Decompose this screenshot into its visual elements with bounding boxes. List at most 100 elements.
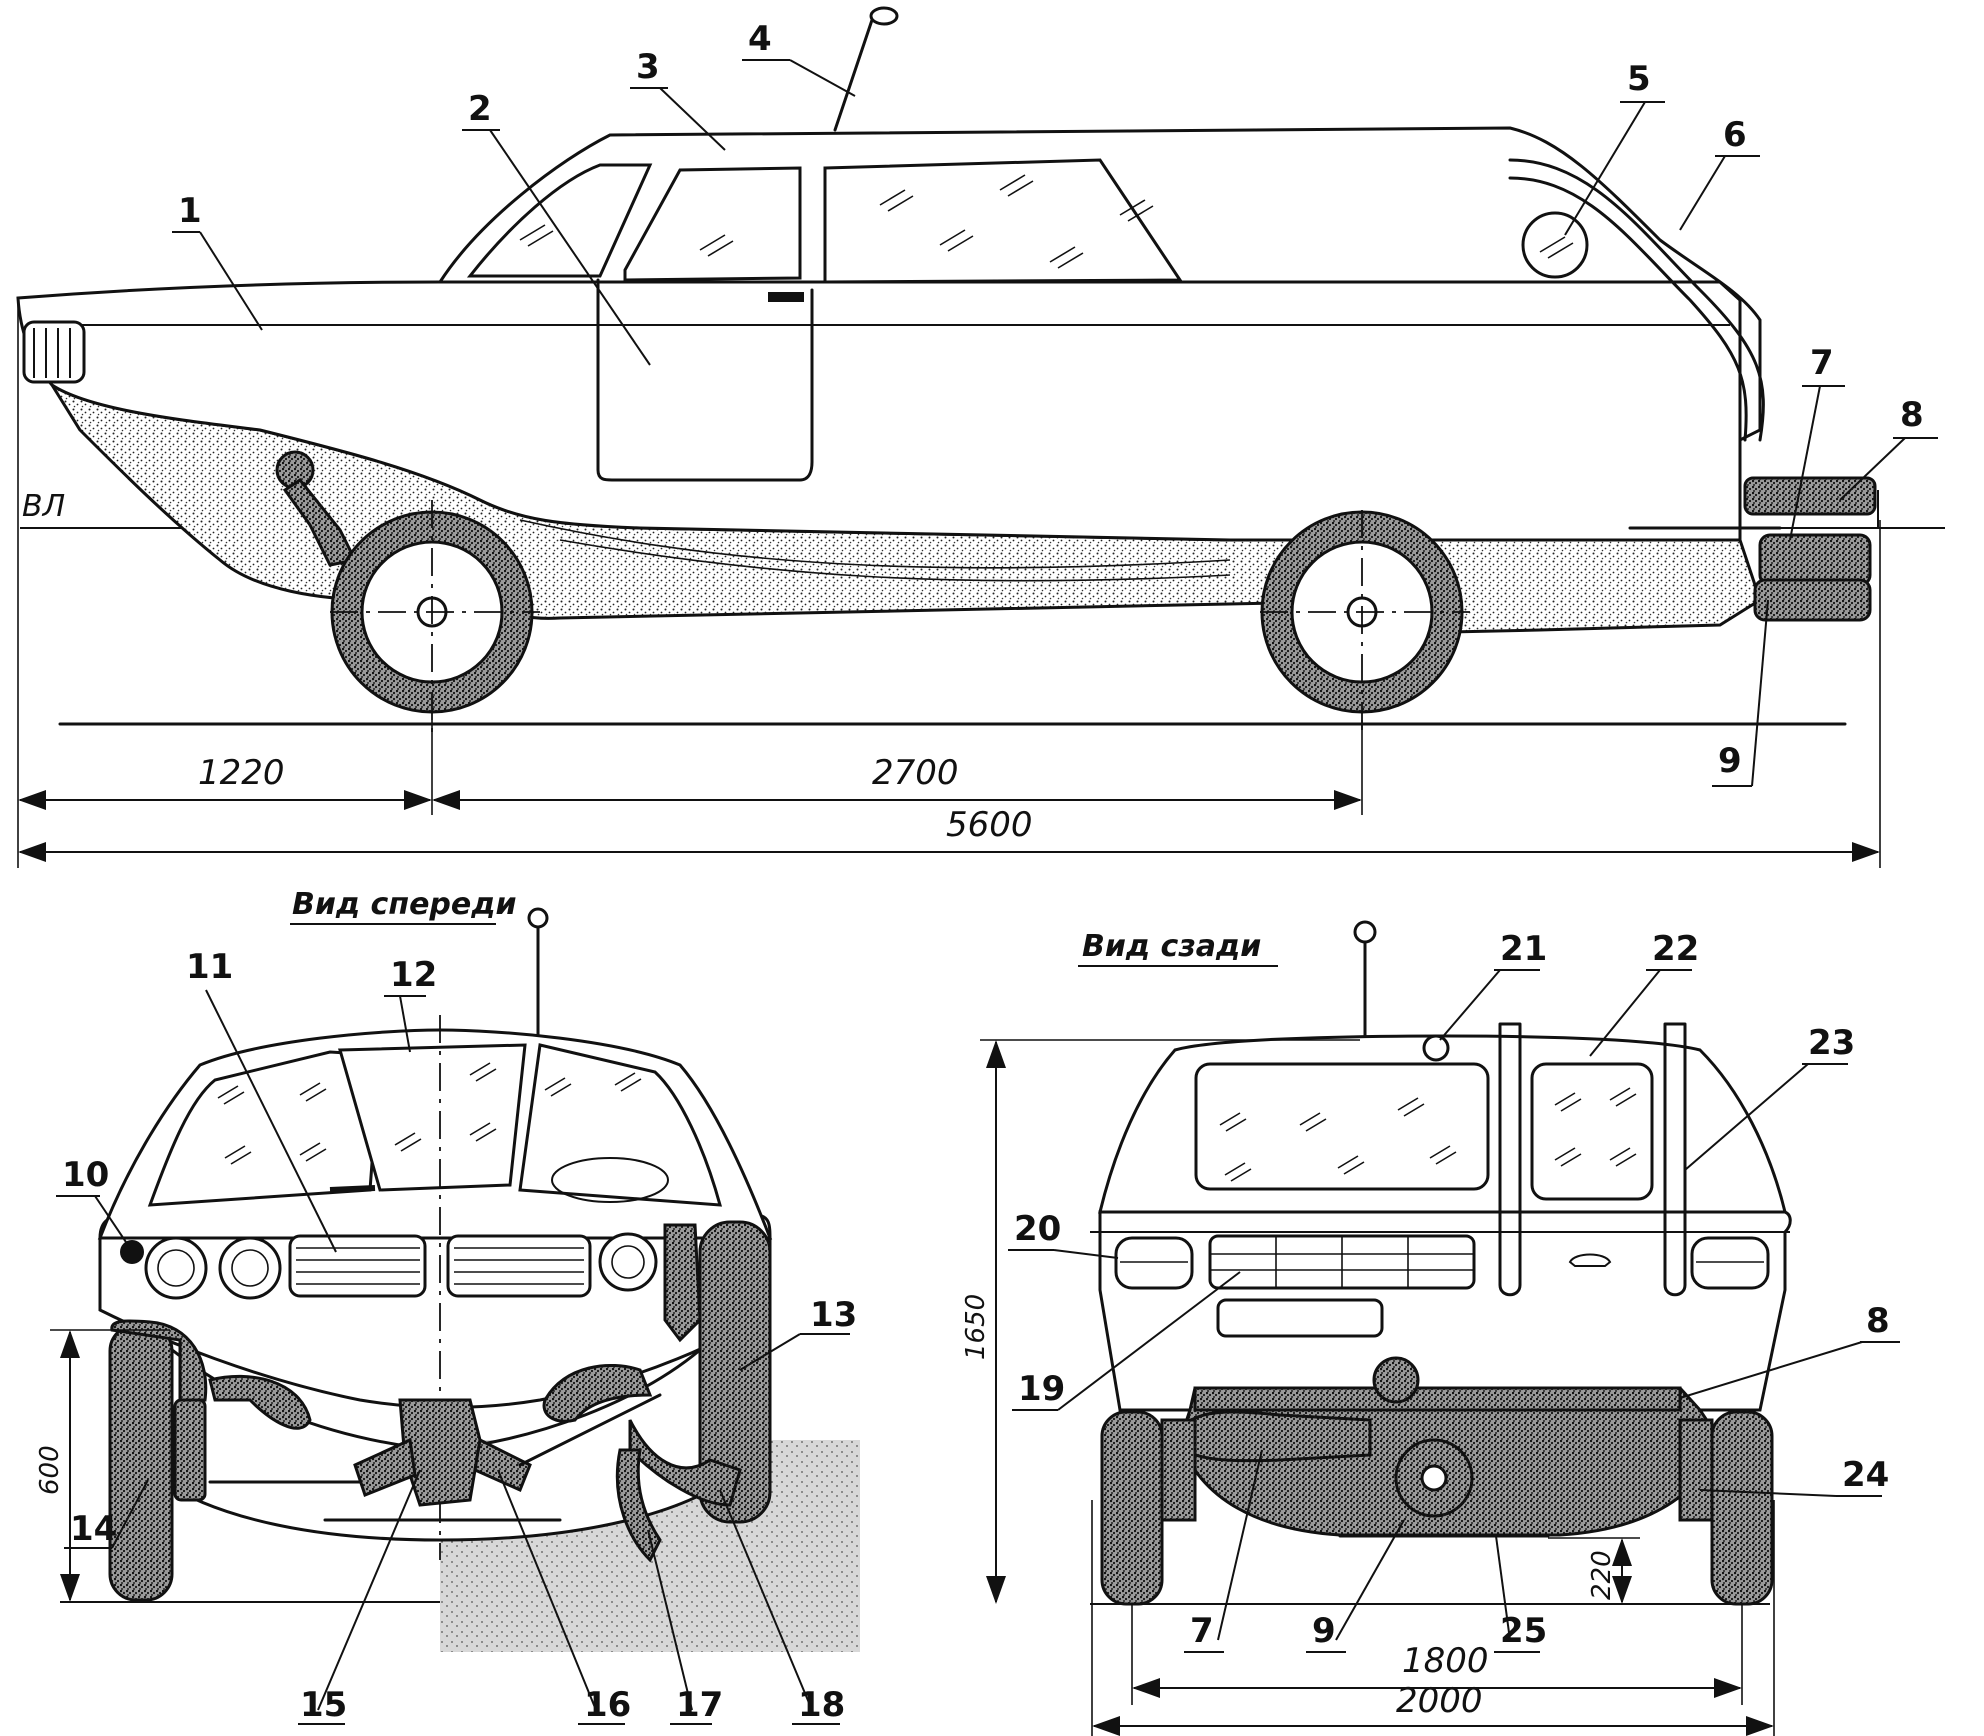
rear-ladder	[1498, 1022, 1687, 1297]
windshield-window	[466, 163, 653, 278]
rear-right-lamp	[1690, 1236, 1770, 1290]
dim-track: 1800	[1402, 1641, 1489, 1681]
rear-left-lamp	[1114, 1236, 1194, 1290]
side-marker-light	[120, 1240, 144, 1264]
callout-13: 13	[810, 1295, 857, 1335]
hull-strake	[559, 539, 1231, 582]
grille-right	[446, 1234, 592, 1298]
callout-3: 3	[636, 47, 660, 87]
rear-left-wheel	[1100, 1410, 1197, 1606]
front-center-window	[338, 1043, 527, 1192]
door-window	[623, 166, 802, 282]
dim-overall-width: 2000	[1396, 1681, 1483, 1721]
callout-12: 12	[390, 955, 437, 995]
front-left-wheel	[108, 1319, 208, 1602]
front-left-window	[147, 1050, 382, 1207]
hull-strake	[519, 519, 1231, 569]
front-glass-hatches	[217, 1062, 642, 1165]
grille-bars	[296, 1247, 584, 1285]
body-upper	[16, 280, 1742, 542]
glass-hatches	[519, 174, 1154, 269]
callout-8-rear: 8	[1866, 1301, 1890, 1341]
callout-14: 14	[70, 1509, 117, 1549]
dim-wheelbase: 2700	[872, 753, 959, 793]
left-cv-boot	[353, 1437, 417, 1497]
callout-16: 16	[584, 1685, 631, 1725]
dim-overall-length: 5600	[946, 805, 1033, 845]
callout-7: 7	[1810, 343, 1834, 383]
left-wishbone	[208, 1374, 312, 1430]
callout-10: 10	[62, 1155, 109, 1195]
callout-21: 21	[1500, 929, 1547, 969]
front-suspension-arm	[282, 477, 358, 567]
front-right-wheel	[698, 1220, 772, 1524]
rear-roof-rail	[1508, 158, 1765, 442]
rear-tow-hitch	[1372, 1356, 1420, 1404]
right-cv-boot	[473, 1437, 532, 1493]
left-hub	[173, 1398, 207, 1502]
porthole	[1521, 211, 1589, 279]
front-view-title: Вид спереди	[292, 887, 517, 922]
callout-23: 23	[1808, 1023, 1855, 1063]
grille-left	[288, 1234, 427, 1298]
callout-18: 18	[798, 1685, 845, 1725]
callout-7-rear: 7	[1190, 1611, 1214, 1651]
rear-view: Вид сзади	[961, 920, 1900, 1736]
side-view: ВЛ	[16, 6, 1945, 868]
door-outline	[596, 278, 814, 482]
callout-6: 6	[1723, 115, 1747, 155]
right-half-shaft	[518, 1393, 662, 1467]
dim-ground-clearance: 220	[1587, 1550, 1617, 1600]
rear-vent-grille-bars	[1210, 1236, 1474, 1288]
rear-jet-housing	[1193, 1386, 1682, 1412]
rear-hatch-handle	[1568, 1253, 1612, 1267]
rear-roof-lamp	[1422, 1034, 1450, 1062]
side-window	[823, 158, 1183, 284]
callout-15: 15	[300, 1685, 347, 1725]
steering-wheel	[551, 1157, 669, 1203]
front-right-window	[518, 1043, 723, 1207]
rear-wheel-side	[1260, 510, 1470, 735]
callout-8: 8	[1900, 395, 1924, 435]
waterline-label: ВЛ	[22, 489, 65, 524]
rear-water-jet	[1628, 476, 1879, 622]
antenna	[833, 18, 874, 132]
water-rudder	[628, 1419, 742, 1507]
rear-roof-rail-inner	[1508, 176, 1748, 442]
dim-front-overhang: 1220	[198, 753, 285, 793]
side-callouts: 1 2 3 4 5 6 7 8 9	[172, 19, 1938, 787]
license-plate	[1216, 1298, 1384, 1338]
callout-4: 4	[748, 19, 772, 59]
callout-2: 2	[468, 89, 492, 129]
rear-callouts: 21 22 23 20 19 8 24 7 9 25	[1008, 929, 1900, 1653]
rear-window	[1194, 1062, 1490, 1191]
door-handle	[768, 292, 804, 302]
rear-door-window	[1530, 1062, 1654, 1201]
front-antenna-tip	[527, 907, 549, 929]
callout-1: 1	[178, 191, 202, 231]
front-lights	[22, 320, 86, 384]
front-callouts: 10 11 12 13 14 15 16 17 18	[56, 947, 857, 1725]
rear-antenna-tip	[1353, 920, 1377, 944]
dim-wheel-height: 600	[35, 1445, 65, 1495]
right-wishbone	[542, 1363, 653, 1423]
rear-view-title: Вид сзади	[1082, 929, 1261, 964]
callout-19: 19	[1018, 1369, 1065, 1409]
dim-height: 1650	[961, 1294, 991, 1360]
callout-20: 20	[1014, 1209, 1061, 1249]
callout-11: 11	[186, 947, 233, 987]
callout-9: 9	[1718, 741, 1742, 781]
callout-22: 22	[1652, 929, 1699, 969]
callout-24: 24	[1842, 1455, 1889, 1495]
front-wheel-side	[330, 500, 540, 735]
antenna-tip	[869, 6, 899, 26]
callout-17: 17	[676, 1685, 723, 1725]
front-view: Вид спереди	[35, 887, 860, 1725]
rear-glass-hatches	[1219, 1087, 1637, 1182]
front-headlights	[120, 1232, 658, 1300]
wiper	[329, 1185, 376, 1193]
callout-5: 5	[1627, 59, 1651, 99]
rear-muffler	[1183, 1410, 1372, 1463]
callout-9-rear: 9	[1312, 1611, 1336, 1651]
